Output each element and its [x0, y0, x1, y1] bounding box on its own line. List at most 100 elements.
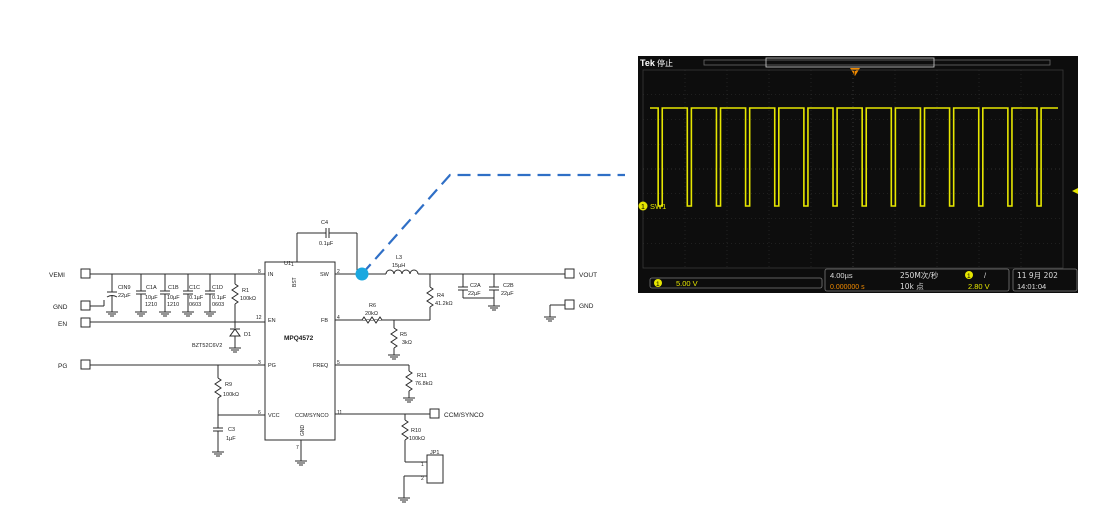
- gnd-out-port-label: GND: [579, 303, 594, 310]
- position-readout: 0.000000 s: [830, 284, 865, 291]
- c1d-ref: C1D: [212, 285, 223, 291]
- horizontal-settings-box: 4.00µs 250M次/秒 0.000000 s 10k 点: [824, 268, 1010, 292]
- gnd-in-port: [80, 300, 91, 311]
- c1b-capacitor: [159, 274, 171, 317]
- c3-value: 1µF: [226, 436, 236, 442]
- r4-ref: R4: [437, 293, 444, 299]
- pin-label-sw: SW: [320, 272, 330, 278]
- r4-resistor: [335, 274, 434, 321]
- c1a-package: 1210: [145, 302, 157, 308]
- ccm-port-label: CCM/SYNCO: [444, 412, 484, 419]
- pin-number-vcc: 6: [258, 410, 261, 416]
- c4-value: 0.1µF: [319, 241, 334, 247]
- r4-value: 41.2kΩ: [435, 301, 453, 307]
- c1d-value: 0.1µF: [212, 295, 227, 301]
- gnd-out-port: [564, 299, 575, 310]
- c2a-ref: C2A: [470, 283, 481, 289]
- pin-label-fb: FB: [321, 318, 328, 324]
- r5-value: 3kΩ: [402, 340, 412, 346]
- cin9-value: 22µF: [118, 293, 131, 299]
- r6-resistor: [361, 316, 383, 324]
- graticule-grid: [643, 70, 1063, 268]
- input-wiring: [89, 273, 265, 366]
- r1-resistor: [231, 274, 239, 322]
- ccm-port: [429, 408, 440, 419]
- pg-port: [80, 359, 91, 370]
- c1d-capacitor: [204, 274, 216, 317]
- svg-text:1: 1: [641, 204, 645, 211]
- jp1-pin1: 1: [421, 462, 424, 468]
- probe-callout-line: [361, 173, 625, 275]
- c1b-value: 10µF: [167, 295, 180, 301]
- trigger-level: 2.80 V: [968, 282, 990, 291]
- l3-value: 15µH: [392, 263, 405, 269]
- pg-port-label: PG: [58, 363, 67, 370]
- svg-text:1: 1: [967, 273, 971, 280]
- vemi-port: [80, 268, 91, 279]
- pin-label-gnd: GND: [300, 425, 306, 437]
- record-overview-bar: [703, 59, 1051, 66]
- r10-ref: R10: [411, 428, 421, 434]
- pin-label-freq: FREQ: [313, 363, 329, 369]
- pin-label-bst: BST: [292, 277, 298, 287]
- ic-body: [264, 261, 336, 441]
- pin-number-en: 12: [256, 315, 262, 321]
- pin-number-ccm: 11: [337, 410, 342, 416]
- datetime-box: 11 9月 202 14:01:04: [1012, 268, 1078, 292]
- trigger-level-marker: [1072, 188, 1078, 194]
- r5-ref: R5: [400, 332, 407, 338]
- r1-ref: R1: [242, 288, 249, 294]
- en-port-label: EN: [58, 321, 67, 328]
- r9-value: 100kΩ: [223, 392, 239, 398]
- timebase: 4.00µs: [830, 271, 853, 280]
- cin9-capacitor: [106, 274, 118, 317]
- ic-part-number: MPQ4572: [284, 335, 314, 342]
- r11-ref: R11: [417, 373, 427, 379]
- channel1-label: SW1: [650, 202, 666, 211]
- r10-value: 100kΩ: [409, 436, 425, 442]
- pin-label-en: EN: [268, 318, 276, 324]
- record-length: 10k 点: [900, 282, 924, 291]
- c2a-value: 22µF: [468, 291, 481, 297]
- c4-bootstrap-capacitor: [296, 228, 358, 274]
- trigger-slope: /: [984, 271, 987, 280]
- ch1-scale-box: 1 5.00 V: [649, 277, 823, 289]
- pin-number-gnd: 7: [296, 445, 299, 451]
- d1-zener-diode: [229, 322, 241, 353]
- channel1-marker: 1: [638, 201, 648, 211]
- ic-gnd-connection: [295, 440, 307, 466]
- trigger-settings: 1 / 2.80 V: [965, 271, 990, 291]
- pin-number-freq: 5: [337, 360, 340, 366]
- c2b-value: 22µF: [501, 291, 514, 297]
- pin-number-sw: 2: [337, 269, 340, 275]
- pin-number-in: 8: [258, 269, 261, 275]
- c3-capacitor: [212, 414, 265, 457]
- scope-time: 14:01:04: [1017, 282, 1046, 291]
- sw-node-waveform: [650, 107, 1058, 207]
- d1-part: BZT52C6V2: [192, 343, 222, 349]
- c1a-ref: C1A: [146, 285, 157, 291]
- sample-rate: 250M次/秒: [900, 270, 939, 280]
- c3-ref: C3: [228, 427, 235, 433]
- r5-resistor: [388, 320, 400, 360]
- c2b-ref: C2B: [503, 283, 514, 289]
- r9-ref: R9: [225, 382, 232, 388]
- c2a-capacitor: [458, 274, 494, 299]
- switch-node-wiring: [335, 269, 565, 275]
- c1a-capacitor: [135, 274, 147, 317]
- pin-number-pg: 3: [258, 360, 261, 366]
- r6-ref: R6: [369, 303, 376, 309]
- c1d-package: 0603: [212, 302, 224, 308]
- r9-resistor: [214, 365, 222, 415]
- c4-ref: C4: [321, 220, 328, 226]
- scope-brand: Tek: [640, 58, 656, 68]
- d1-ref: D1: [244, 332, 251, 338]
- pin-label-vcc: VCC: [268, 413, 280, 419]
- trigger-position-icon: T: [850, 68, 860, 77]
- r1-value: 100kΩ: [240, 296, 256, 302]
- vemi-port-label: VEMI: [49, 272, 65, 279]
- c1a-value: 10µF: [145, 295, 158, 301]
- vout-port: [564, 268, 575, 279]
- oscilloscope-screenshot: Tek 停止 T 1 SW1 1 5.00 V 4.00µs: [638, 56, 1078, 293]
- c1c-value: 0.1µF: [189, 295, 204, 301]
